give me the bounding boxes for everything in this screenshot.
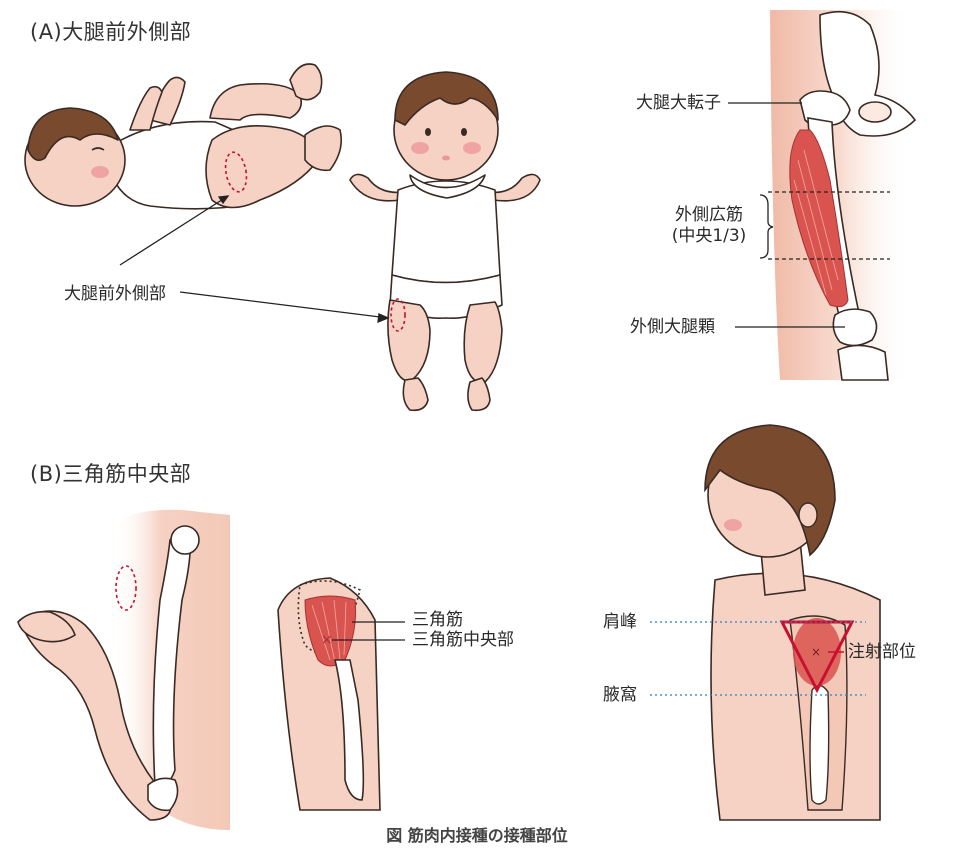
label-deltoid: 三角筋 [412, 610, 463, 630]
lying-baby-illustration [25, 64, 341, 209]
label-acromion: 肩峰 [603, 612, 637, 632]
label-injection-site: 注射部位 [848, 642, 916, 662]
label-vastus-lateralis-middle-third: (中央1/3) [664, 226, 754, 246]
svg-text:×: × [811, 645, 821, 659]
label-lateral-femoral-condyle: 外側大腿顆 [630, 317, 715, 337]
label-anterolateral-thigh: 大腿前外側部 [64, 284, 166, 304]
svg-text:×: × [321, 632, 333, 648]
label-vastus-lateralis: 外側広筋 [664, 205, 754, 225]
figure-caption: 図 筋肉内接種の接種部位 [0, 822, 954, 846]
label-greater-trochanter: 大腿大転子 [636, 93, 721, 113]
label-axilla: 腋窩 [603, 685, 637, 705]
label-deltoid-center: 三角筋中央部 [412, 630, 514, 650]
sitting-baby-illustration [350, 72, 540, 410]
boy-profile-illustration: × [650, 425, 880, 820]
thigh-anatomy-illustration [770, 10, 915, 380]
section-a-title: (A)大腿前外側部 [30, 16, 191, 46]
section-b-title: (B)三角筋中央部 [30, 458, 191, 488]
deltoid-anatomy-illustration: × [278, 578, 405, 810]
bent-arm-illustration [18, 510, 230, 830]
